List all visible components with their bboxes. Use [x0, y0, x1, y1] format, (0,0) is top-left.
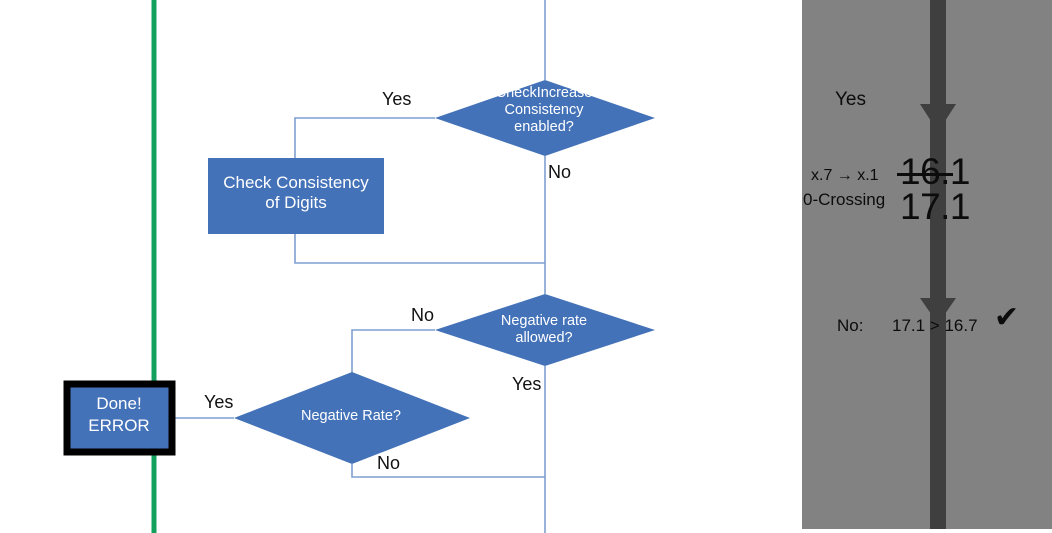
panel-comparison-expression: 17.1 > 16.7	[892, 316, 978, 335]
terminator-done-error[interactable]	[63, 380, 176, 456]
decision-check-increase-consistency[interactable]	[435, 80, 655, 156]
panel-value-current: 17.1	[900, 186, 971, 227]
panel-mapping-label: x.7 → x.1	[811, 167, 879, 184]
connector-negative-rate-no	[351, 464, 545, 478]
edge-label-negative-rate-allowed-yes: Yes	[512, 374, 542, 394]
edge-label-checkincrease-yes: Yes	[382, 89, 412, 109]
down-arrow-icon-bottom	[920, 236, 956, 324]
connector-negrate-allowed-no	[351, 329, 435, 379]
panel-value-struck-text: 16.1	[900, 151, 971, 192]
edge-label-checkincrease-no: No	[548, 162, 572, 182]
connector-process-rejoin-spine	[294, 234, 545, 264]
decision-negative-rate-allowed[interactable]	[435, 294, 655, 366]
panel-zero-crossing-label: 0-Crossing	[803, 190, 886, 209]
panel-yes-label: Yes	[835, 89, 866, 110]
panel-value-struck-through: 16.1	[900, 151, 971, 192]
annotation-panel: Yes x.7 → x.1 0-Crossing 16.1 17.1 No: 1…	[802, 0, 1052, 529]
process-check-consistency-of-digits[interactable]	[208, 158, 384, 234]
down-arrow-icon-top	[920, 0, 956, 132]
edge-label-negative-rate-yes: Yes	[204, 392, 234, 412]
connector-checkincrease-yes	[294, 117, 435, 158]
edge-label-negative-rate-no: No	[377, 453, 401, 473]
check-mark-icon: ✔	[994, 300, 1020, 335]
panel-comparison-label: No:	[837, 316, 864, 335]
edge-label-negative-rate-allowed-no: No	[411, 305, 435, 325]
decision-negative-rate[interactable]	[234, 372, 470, 464]
